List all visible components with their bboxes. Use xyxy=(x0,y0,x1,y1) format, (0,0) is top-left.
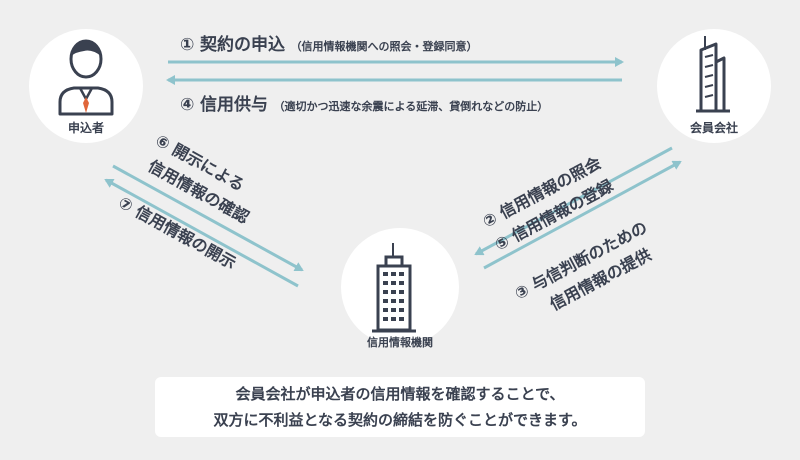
arrow-disclose xyxy=(104,178,299,288)
summary-box: 会員会社が申込者の信用情報を確認することで、 双方に不利益となる契約の締結を防ぐ… xyxy=(155,377,645,437)
flow-apply-label: ① 契約の申込 （信用情報機関への照会・登録同意） xyxy=(180,30,478,55)
applicant-circle xyxy=(29,29,143,143)
agency-circle xyxy=(341,228,459,346)
flow-credit-num: ④ xyxy=(180,95,195,115)
arrow-confirm xyxy=(112,164,304,272)
summary-line1: 会員会社が申込者の信用情報を確認することで、 xyxy=(235,385,565,403)
flow-apply-main: 契約の申込 xyxy=(199,35,285,55)
office-building-icon xyxy=(696,36,730,113)
arrow-inquiry xyxy=(474,146,673,256)
flow-apply-num: ① xyxy=(180,35,195,55)
summary-line2: 双方に不利益となる契約の締結を防ぐことができます。 xyxy=(213,411,587,429)
flow-credit-sub: （適切かつ迅速な余震による延滞、貸倒れなどの防止） xyxy=(273,100,549,113)
person-icon xyxy=(58,39,114,116)
member-label: 会員会社 xyxy=(689,121,738,135)
office-building-icon xyxy=(372,243,416,333)
agency-label: 信用情報機関 xyxy=(367,336,433,349)
member-circle xyxy=(657,29,771,143)
flow-credit-label: ④ 信用供与 （適切かつ迅速な余震による延滞、貸倒れなどの防止） xyxy=(180,90,548,115)
flow-credit-main: 信用供与 xyxy=(199,95,268,115)
flow-apply-sub: （信用情報機関への照会・登録同意） xyxy=(290,40,478,53)
arrow-provide xyxy=(483,160,682,270)
applicant-label: 申込者 xyxy=(67,121,104,135)
